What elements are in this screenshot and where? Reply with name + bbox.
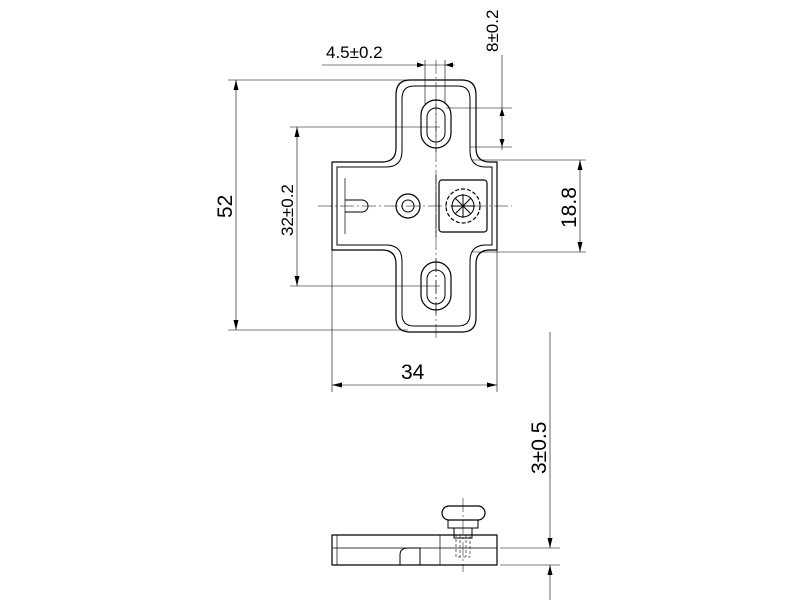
dimension-thickness: 3±0.5 [500,332,560,600]
dimension-hole-spacing: 32±0.2 [278,126,440,287]
hole-spacing-label: 32±0.2 [278,184,297,236]
plate-outline [331,79,498,333]
dimension-hole-offset: 4.5±0.2 [322,43,455,104]
screw-head-icon [441,505,486,521]
hole-offset-label: 4.5±0.2 [326,43,383,62]
dimension-center-band: 18.8 [472,159,586,253]
top-offset-label: 8±0.2 [483,10,502,52]
side-recess [399,547,421,565]
side-plate [331,534,498,566]
dimension-total-height: 52 [214,79,408,331]
thickness-label: 3±0.5 [528,422,551,474]
dimension-top-offset: 8±0.2 [446,10,512,150]
top-view [318,60,512,340]
dimension-width: 34 [331,250,498,392]
screw-thread-hidden [455,534,471,558]
side-view [331,498,498,572]
plate-inner-outline [336,85,493,327]
width-label: 34 [401,361,425,384]
center-band-label: 18.8 [558,187,581,228]
total-height-label: 52 [214,195,237,218]
